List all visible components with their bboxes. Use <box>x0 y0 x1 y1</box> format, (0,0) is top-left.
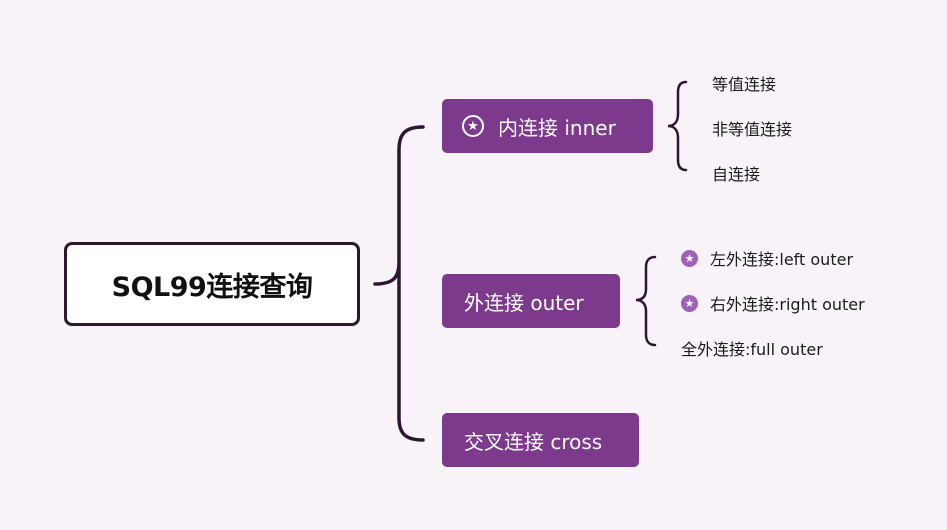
outer-children-brace <box>635 255 657 347</box>
leaf-non-equi-join[interactable]: 非等值连接 <box>712 116 792 140</box>
leaf-right-outer-join[interactable]: ★ 右外连接:right outer <box>681 291 865 315</box>
star-badge-icon: ★ <box>681 249 698 267</box>
leaf-self-join-label: 自连接 <box>712 165 761 184</box>
root-topic-label: SQL99连接查询 <box>111 271 313 303</box>
inner-children-brace <box>667 80 688 172</box>
leaf-right-outer-join-label: 右外连接:right outer <box>710 295 865 314</box>
branch-cross-join-label: 交叉连接 cross <box>464 429 603 454</box>
star-badge-icon: ★ <box>462 115 484 137</box>
root-to-branches-brace <box>373 125 425 442</box>
leaf-left-outer-join-label: 左外连接:left outer <box>710 250 854 269</box>
leaf-left-outer-join[interactable]: ★ 左外连接:left outer <box>681 246 853 270</box>
branch-cross-join[interactable]: 交叉连接 cross <box>442 413 639 467</box>
leaf-non-equi-join-label: 非等值连接 <box>712 120 793 139</box>
leaf-self-join[interactable]: 自连接 <box>712 161 760 185</box>
branch-inner-join-label: 内连接 inner <box>498 115 616 140</box>
leaf-full-outer-join[interactable]: 全外连接:full outer <box>681 336 823 360</box>
leaf-full-outer-join-label: 全外连接:full outer <box>681 340 823 359</box>
leaf-equi-join[interactable]: 等值连接 <box>712 71 776 95</box>
branch-outer-join-label: 外连接 outer <box>464 290 584 315</box>
root-topic[interactable]: SQL99连接查询 <box>64 242 360 326</box>
branch-outer-join[interactable]: 外连接 outer <box>442 274 620 328</box>
branch-inner-join[interactable]: ★ 内连接 inner <box>442 99 653 153</box>
leaf-equi-join-label: 等值连接 <box>712 75 777 94</box>
star-badge-icon: ★ <box>681 294 698 312</box>
